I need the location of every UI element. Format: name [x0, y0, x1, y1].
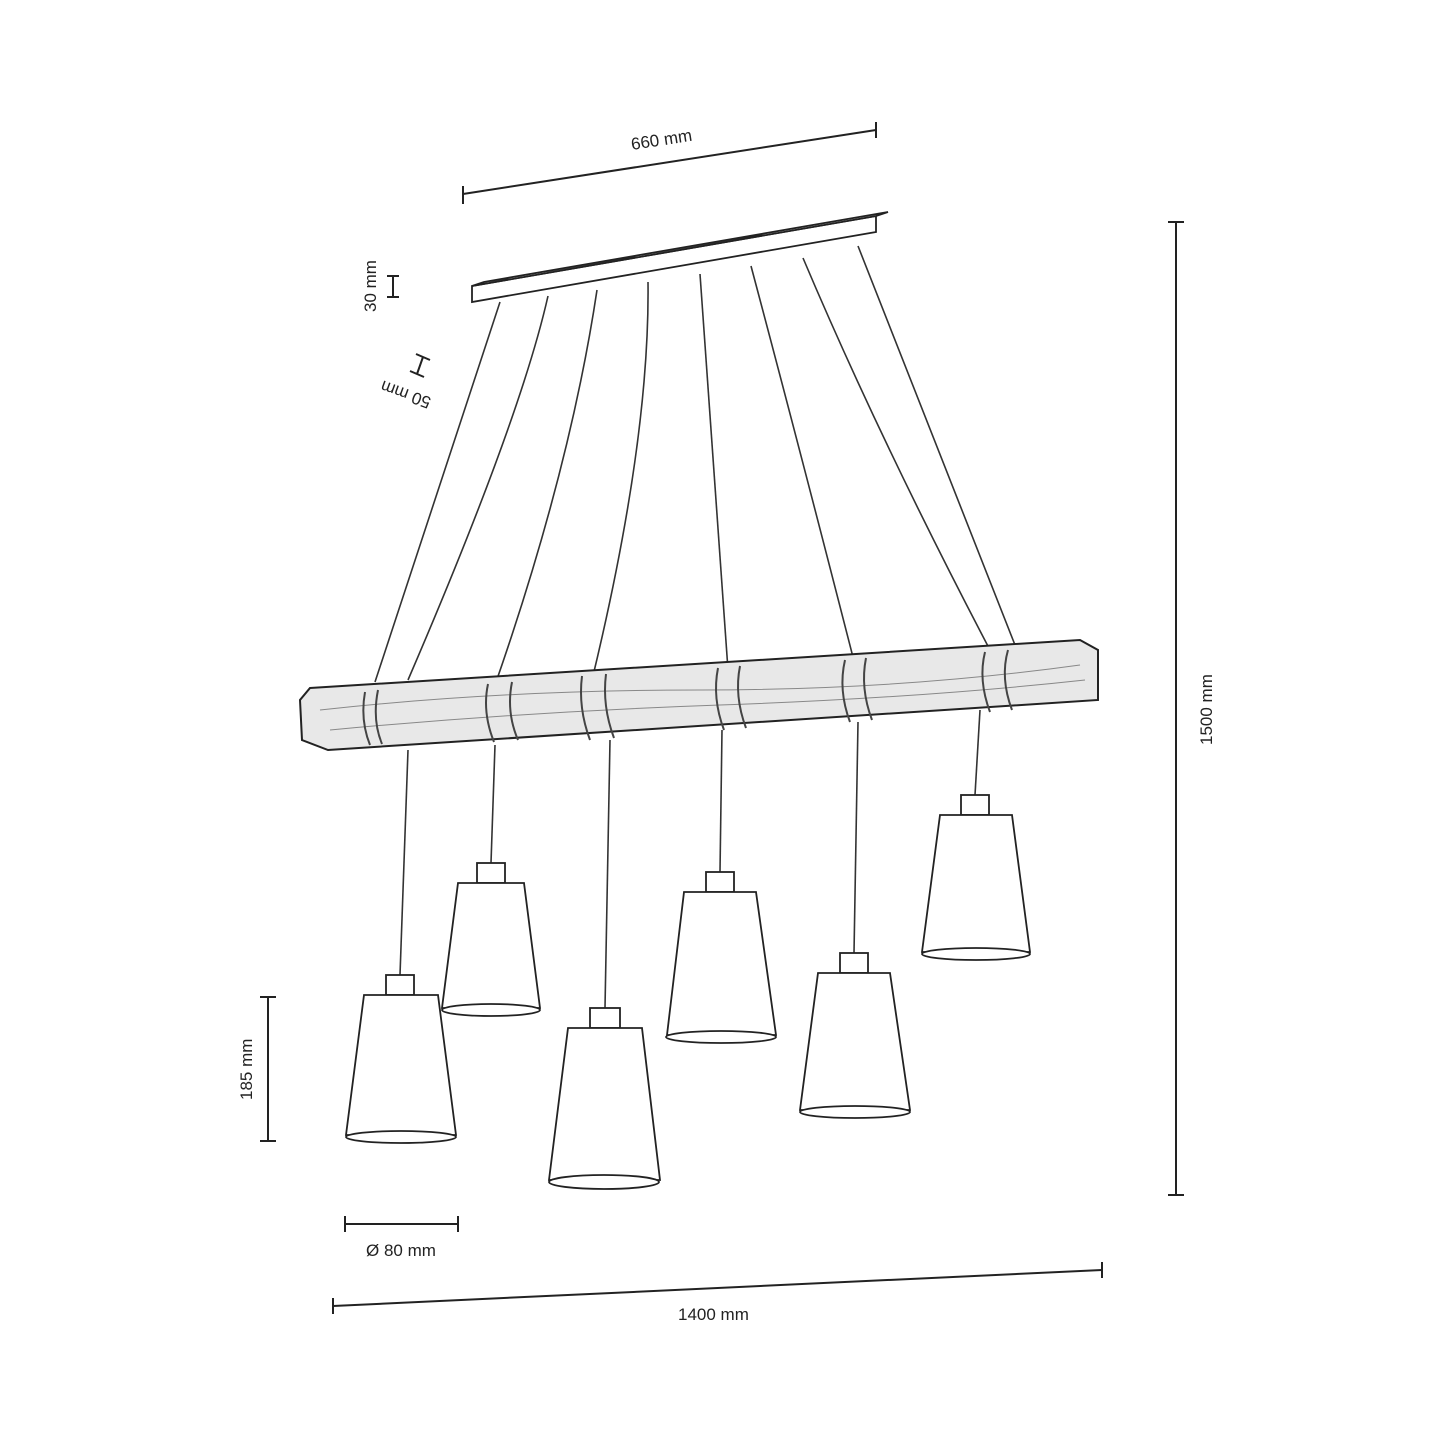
pendant-6 [920, 709, 1032, 961]
wooden-beam [298, 638, 1099, 752]
dimension-185: 185 mm [237, 996, 276, 1142]
label-1400: 1400 mm [678, 1305, 749, 1324]
label-30: 30 mm [361, 260, 380, 312]
dimension-80: Ø 80 mm [344, 1216, 459, 1260]
label-660: 660 mm [630, 126, 694, 154]
label-50: 50 mm [378, 376, 433, 412]
label-1500: 1500 mm [1197, 674, 1216, 745]
pendant-4 [665, 729, 778, 1044]
dimension-30: 30 mm [361, 260, 399, 312]
pendant-5 [798, 721, 912, 1119]
label-80: Ø 80 mm [366, 1241, 436, 1260]
pendant-2 [440, 744, 542, 1017]
label-185: 185 mm [237, 1039, 256, 1100]
suspension-cables [374, 245, 1016, 686]
ceiling-canopy [471, 211, 889, 304]
pendant-3 [547, 739, 662, 1190]
pendant-1 [344, 749, 458, 1144]
dimension-1400: 1400 mm [332, 1262, 1103, 1324]
dimension-1500: 1500 mm [1168, 221, 1216, 1196]
dimension-50: 50 mm [378, 353, 433, 412]
pendant-shades [344, 709, 1032, 1190]
dimension-660: 660 mm [462, 122, 877, 204]
